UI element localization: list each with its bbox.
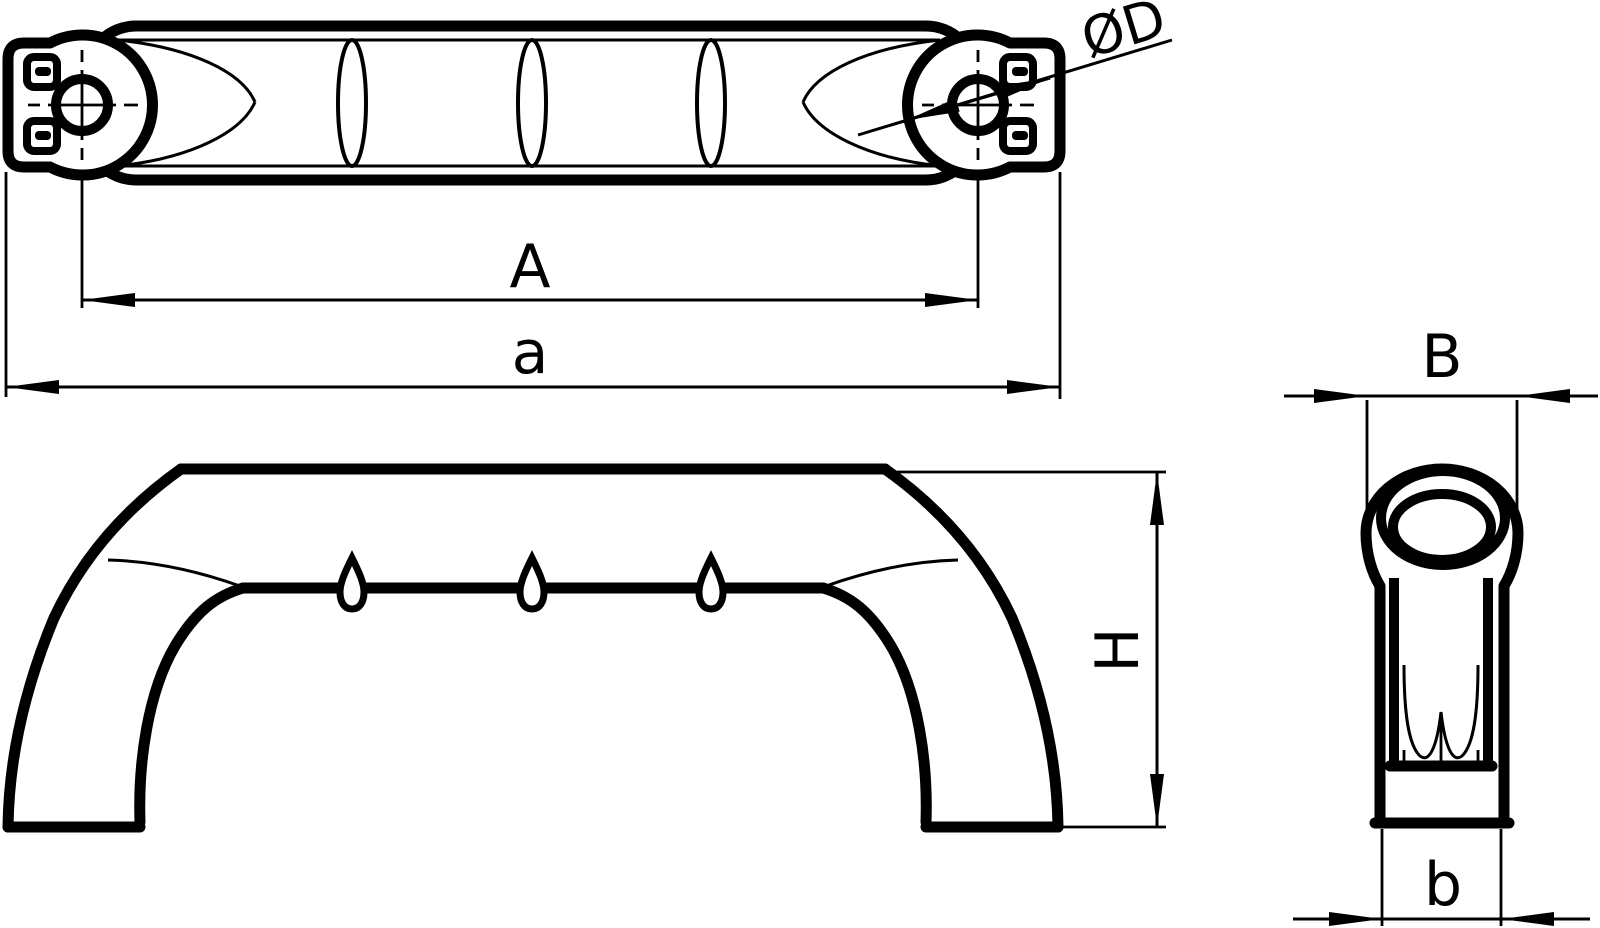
rib-profile-curve	[1402, 664, 1480, 760]
rib-teardrop-3	[695, 550, 727, 613]
cavity-walls	[1389, 578, 1493, 765]
left-screw-slots	[23, 53, 61, 155]
extension-lines-B	[1365, 400, 1519, 516]
front-view-dimensions: H	[889, 470, 1166, 829]
top-view: ØD	[2, 0, 1173, 186]
groove-ellipse-1	[336, 38, 368, 168]
extension-lines	[4, 170, 1062, 399]
dimension-label-B: B	[1421, 322, 1462, 392]
side-view	[1360, 463, 1524, 829]
right-leg-inner	[817, 582, 932, 828]
dimension-label-a: a	[512, 318, 549, 388]
rib-profile-stubs	[1402, 722, 1480, 763]
dimension-label-H: H	[1083, 627, 1153, 672]
slot	[1012, 67, 1028, 76]
head-boss-ellipse	[1376, 466, 1510, 570]
top-view-dimensions: A a	[4, 170, 1062, 399]
extension-lines-b	[1380, 829, 1503, 926]
left-arch-line	[117, 38, 257, 168]
left-hole-centerlines	[28, 50, 138, 160]
groove-ellipses	[336, 38, 727, 168]
dimension-label-diameter: ØD	[1074, 0, 1173, 71]
right-arch-line	[801, 38, 941, 168]
right-leg-outer	[879, 463, 1064, 833]
rib-teardrop-1	[336, 550, 368, 613]
right-screw-slots	[999, 53, 1037, 155]
groove-ellipse-3	[695, 38, 727, 168]
rib-teardrop-2	[516, 550, 548, 613]
groove-ellipse-2	[516, 38, 548, 168]
left-leg-outer	[2, 463, 187, 833]
slot	[35, 67, 51, 76]
head-hole-ellipse	[1388, 489, 1496, 565]
left-leg-inner	[134, 582, 249, 828]
rib-teardrops	[336, 550, 727, 613]
side-view-dimensions: B b	[1284, 322, 1598, 926]
dimension-label-A: A	[509, 232, 550, 302]
diameter-arrow-lower	[906, 97, 979, 122]
slot	[35, 131, 51, 140]
extension-lines-H	[889, 470, 1166, 829]
diameter-arrow-upper	[977, 76, 1051, 101]
front-view	[2, 463, 1064, 833]
parting-lines	[107, 558, 959, 588]
slot	[1012, 131, 1028, 140]
dimension-label-b: b	[1424, 850, 1462, 920]
